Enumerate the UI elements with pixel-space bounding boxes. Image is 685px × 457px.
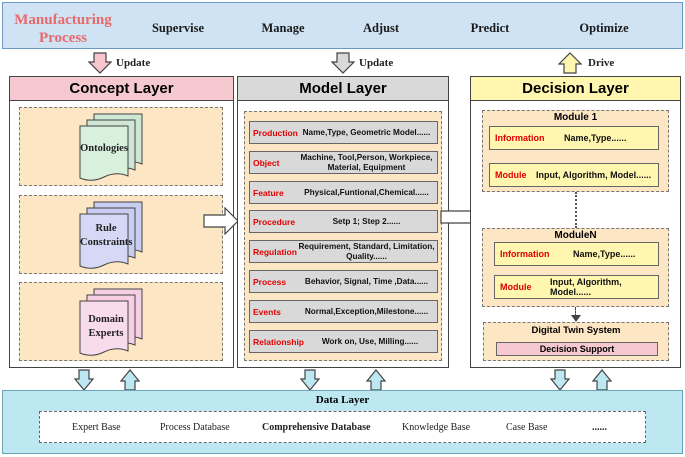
model-row-key: Feature <box>253 187 284 198</box>
concept-layer-title: Concept Layer <box>10 77 233 101</box>
data-layer-title: Data Layer <box>315 394 370 406</box>
model-row-procedure: Procedure Setp 1; Step 2...... <box>249 210 438 233</box>
model-row-key: Relationship <box>253 336 305 347</box>
moduleN-information: Information Name,Type...... <box>494 242 659 266</box>
stage-supervise: Supervise <box>151 21 205 35</box>
module-key: Module <box>495 170 527 180</box>
decision-layer: Decision Layer Module 1 Information Name… <box>470 76 681 368</box>
document-stack-icon <box>79 113 143 181</box>
data-bases-container: Expert Base Process Database Comprehensi… <box>39 411 646 443</box>
model-row-value: Normal,Exception,Milestone...... <box>304 306 429 316</box>
model-row-regulation: Regulation Requirement, Standard, Limita… <box>249 240 438 263</box>
stage-manage: Manage <box>261 21 305 35</box>
decision-support-box: Decision Support <box>496 342 658 356</box>
stage-adjust: Adjust <box>362 21 400 35</box>
arrowhead-down-icon <box>571 315 581 322</box>
model-row-value: Machine, Tool,Person, Workpiece, Materia… <box>300 153 433 172</box>
model-row-production: Production Name,Type, Geometric Model...… <box>249 121 438 144</box>
module1-module: Module Input, Algorithm, Model...... <box>489 163 659 187</box>
domain-experts-box: Domain Experts <box>19 282 223 361</box>
moduleN-box: ModuleN Information Name,Type...... Modu… <box>482 228 669 307</box>
model-rows-container <box>244 111 442 361</box>
process-title: Manufacturing Process <box>13 11 113 47</box>
document-stack-icon <box>79 201 143 269</box>
moduleN-title: ModuleN <box>554 230 597 241</box>
model-row-relationship: Relationship Work on, Use, Milling...... <box>249 330 438 353</box>
db-case-base: Case Base <box>506 421 548 433</box>
up-arrow-data-decision <box>592 369 612 391</box>
domain-experts-label: Domain Experts <box>88 314 124 339</box>
model-row-key: Events <box>253 306 281 317</box>
update-down-arrow-concept <box>88 52 112 74</box>
data-layer: Data Layer Expert Base Process Database … <box>2 390 683 454</box>
model-row-key: Process <box>253 276 287 287</box>
model-layer: Model Layer Production Name,Type, Geomet… <box>237 76 449 368</box>
module-key: Module <box>500 282 532 292</box>
module1-box: Module 1 Information Name,Type...... Mod… <box>482 110 669 192</box>
down-arrow-model-data <box>300 369 320 391</box>
module-value: Input, Algorithm, Model...... <box>550 277 622 297</box>
model-row-value: Requirement, Standard, Limitation, Quali… <box>298 242 435 261</box>
db-knowledge-base: Knowledge Base <box>402 421 471 433</box>
up-arrow-data-model <box>366 369 386 391</box>
stage-optimize: Optimize <box>579 21 629 35</box>
model-row-key: Regulation <box>253 246 297 257</box>
moduleN-module: Module Input, Algorithm, Model...... <box>494 275 659 299</box>
db-comprehensive-database: Comprehensive Database <box>262 421 371 433</box>
update-label-model: Update <box>359 57 394 69</box>
process-title-line1: Manufacturing <box>14 12 112 28</box>
module1-title: Module 1 <box>553 112 598 123</box>
information-value: Name,Type...... <box>573 249 636 259</box>
stage-predict: Predict <box>470 21 510 35</box>
model-row-value: Physical,Funtional,Chemical...... <box>304 187 429 197</box>
decision-layer-title: Decision Layer <box>471 77 680 101</box>
document-stack-icon <box>79 288 143 356</box>
model-layer-title: Model Layer <box>238 77 448 101</box>
module1-information: Information Name,Type...... <box>489 126 659 150</box>
module-value: Input, Algorithm, Model...... <box>536 170 652 180</box>
model-row-value: Work on, Use, Milling...... <box>321 336 419 346</box>
manufacturing-process-bar: Manufacturing Process Supervise Manage A… <box>2 2 683 49</box>
ontologies-label: Ontologies <box>80 143 128 154</box>
model-row-feature: Feature Physical,Funtional,Chemical.....… <box>249 181 438 204</box>
model-row-value: Name,Type, Geometric Model...... <box>302 127 431 137</box>
concept-layer: Concept Layer Ontologies Rule Constraint… <box>9 76 234 368</box>
module-connector-dotted <box>575 192 577 228</box>
dashed-connector <box>575 307 576 317</box>
update-down-arrow-model <box>331 52 355 74</box>
ontologies-box: Ontologies <box>19 107 223 186</box>
model-row-key: Procedure <box>253 216 296 227</box>
db-expert-base: Expert Base <box>72 421 121 433</box>
update-label-concept: Update <box>116 57 151 69</box>
digital-twin-title: Digital Twin System <box>531 325 621 336</box>
model-row-process: Process Behavior, Signal, Time ,Data....… <box>249 270 438 293</box>
down-arrow-decision-data <box>550 369 570 391</box>
information-key: Information <box>495 133 545 143</box>
down-arrow-concept-data <box>74 369 94 391</box>
model-row-events: Events Normal,Exception,Milestone...... <box>249 300 438 323</box>
drive-up-arrow <box>558 52 582 74</box>
model-row-object: Object Machine, Tool,Person, Workpiece, … <box>249 151 438 174</box>
digital-twin-box: Digital Twin System Decision Support <box>483 322 669 361</box>
model-row-key: Object <box>253 157 280 168</box>
right-arrow-concept-to-model <box>203 207 239 235</box>
process-title-line2: Process <box>38 30 88 46</box>
model-row-value: Behavior, Signal, Time ,Data...... <box>304 276 429 286</box>
model-row-value: Setp 1; Step 2...... <box>332 216 401 226</box>
drive-label: Drive <box>588 57 615 69</box>
rule-constraints-label: Rule Constraints <box>80 223 133 248</box>
db-ellipsis: ...... <box>592 421 607 433</box>
information-key: Information <box>500 249 550 259</box>
rule-constraints-box: Rule Constraints <box>19 195 223 274</box>
db-process-database: Process Database <box>160 421 230 433</box>
model-row-key: Production <box>253 127 298 138</box>
information-value: Name,Type...... <box>564 133 627 143</box>
up-arrow-data-concept <box>120 369 140 391</box>
